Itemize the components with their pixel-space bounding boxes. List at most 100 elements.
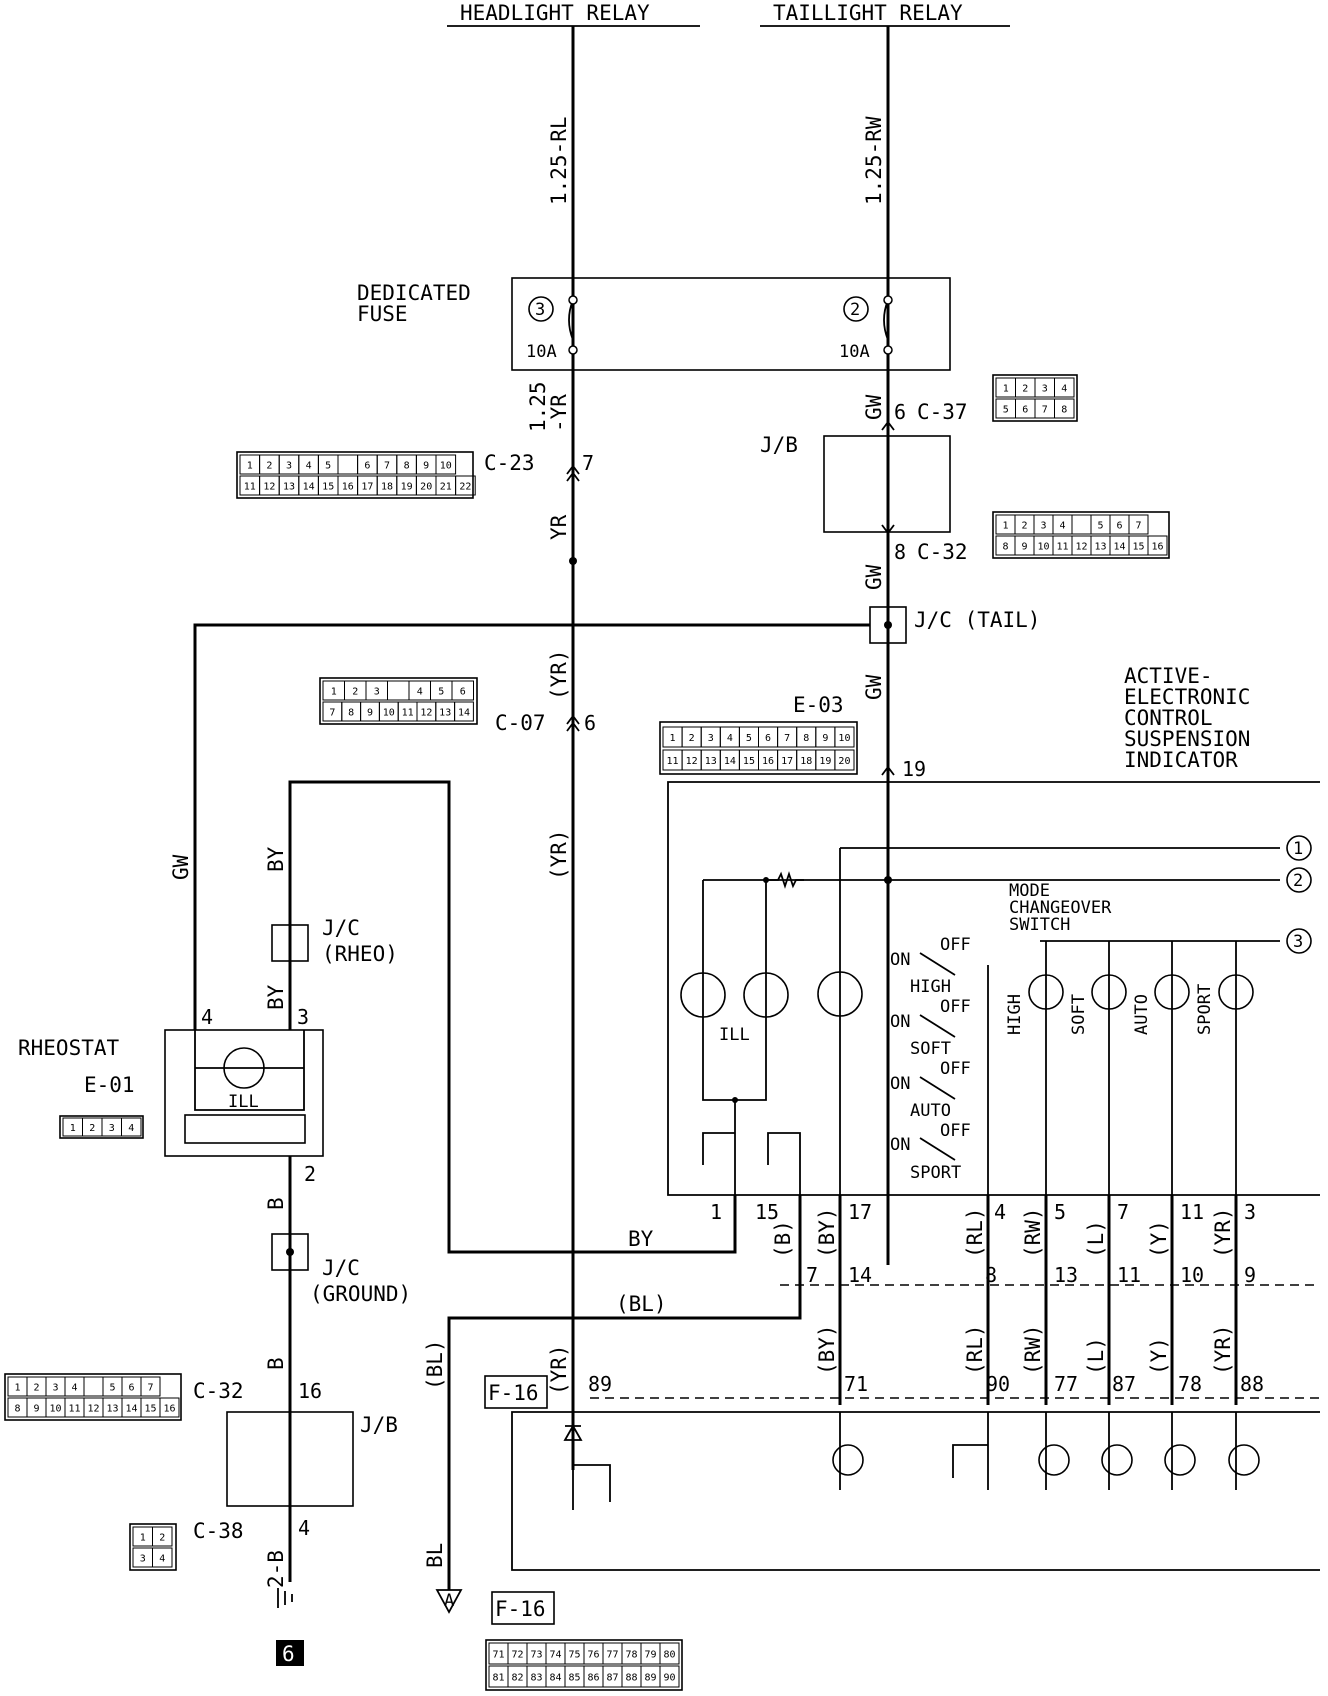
connector-pin-number: 3 — [140, 1554, 146, 1565]
pin-c07-6: 6 — [584, 711, 596, 735]
wire-label-rw: 1.25-RW — [862, 116, 886, 205]
connector-pin-number: 71 — [492, 1650, 504, 1661]
pin-e-5: 5 — [1054, 1200, 1066, 1224]
connector-pin-number: 73 — [530, 1650, 542, 1661]
connector-cavity — [140, 1376, 161, 1397]
ill-node — [763, 877, 769, 883]
pin-c32-8: 8 — [894, 540, 906, 564]
ref-1: 1 — [1293, 839, 1303, 859]
wire-label-by-2: BY — [264, 984, 288, 1010]
connector-pin-number: 11 — [402, 708, 414, 719]
wire-label-b-p: (B) — [771, 1220, 795, 1258]
connector-pin-number: 10 — [838, 733, 850, 744]
switch-on-3: ON — [890, 1074, 910, 1094]
connector-pin-number: 22 — [459, 482, 471, 493]
connector-pin-number: 13 — [1094, 542, 1106, 553]
connector-pin-number: 10 — [1037, 542, 1049, 553]
wire-label-rl-p1: (RL) — [963, 1207, 987, 1258]
pin-rheostat-2: 2 — [304, 1162, 316, 1186]
connector-c37-label: C-37 — [917, 400, 968, 424]
connector-pin-number: 12 — [87, 1404, 99, 1415]
jb-bottom-label: J/B — [360, 1413, 398, 1437]
connector-pin-number: 8 — [348, 708, 354, 719]
connector-pin-number: 3 — [374, 687, 380, 698]
connector-pin-number: 7 — [784, 733, 790, 744]
connector-pin-number: 12 — [263, 482, 275, 493]
wire-label-rl-p2: (RL) — [963, 1324, 987, 1375]
jc-rheo-label-1: J/C — [322, 916, 360, 940]
connector-cavity — [152, 1526, 173, 1547]
connector-pin-number: 17 — [361, 482, 373, 493]
connector-cavity — [834, 749, 855, 771]
connector-cavity — [1054, 377, 1075, 398]
connector-pin-number: 2 — [159, 1533, 165, 1544]
pin-e-7: 7 — [1117, 1200, 1129, 1224]
connector-pin-number: 9 — [423, 461, 429, 472]
connector-pin-number: 74 — [549, 1650, 561, 1661]
connector-pin-number: 4 — [128, 1123, 134, 1134]
rheostat-ill-label: ILL — [228, 1092, 259, 1112]
connector-pin-number: 3 — [52, 1383, 58, 1394]
connector-cavity — [1054, 398, 1075, 419]
wire-label-yr: YR — [547, 514, 571, 540]
ill-bulb-loop — [702, 880, 767, 1101]
connector-pin-number: 2 — [33, 1383, 39, 1394]
pin-c23-7: 7 — [582, 451, 594, 475]
pin-f-88: 88 — [1240, 1372, 1264, 1396]
connector-pin-number: 90 — [663, 1673, 675, 1684]
connector-pin-number: 87 — [606, 1673, 618, 1684]
ill-bulb-right — [743, 972, 789, 1018]
pin-rheostat-3: 3 — [297, 1005, 309, 1029]
jc-rheo-box — [271, 924, 309, 962]
ref-2-badge — [1286, 867, 1312, 893]
switch-off-4: OFF — [940, 1121, 971, 1141]
connector-cavity — [387, 680, 410, 701]
connector-cavity — [451, 680, 474, 701]
pin-e-1: 1 — [710, 1200, 722, 1224]
wire-label-125: 1.25 — [526, 381, 550, 432]
wire-label-yr-p4: (YR) — [1211, 1207, 1235, 1258]
connector-pin-number: 2 — [266, 461, 272, 472]
connector-pin-number: 4 — [1061, 384, 1067, 395]
pin-e-17: 17 — [848, 1200, 872, 1224]
pin-m-14: 14 — [848, 1263, 872, 1287]
c23-connector-mark — [566, 464, 580, 482]
connector-pin-number: 1 — [140, 1533, 146, 1544]
connector-pin-number: 9 — [33, 1404, 39, 1415]
led-label-sport: SPORT — [1195, 984, 1215, 1035]
led-soft — [1091, 974, 1127, 1010]
connector-pin-number: 15 — [1132, 542, 1144, 553]
connector-pin-number: 15 — [144, 1404, 156, 1415]
wire-label-125-yr: -YR — [547, 394, 571, 432]
connector-pin-number: 84 — [549, 1673, 561, 1684]
connector-pin-number: 6 — [128, 1383, 134, 1394]
rheostat-element — [184, 1114, 306, 1144]
fuse-2-badge — [843, 296, 869, 322]
switch-on-2: ON — [890, 1012, 910, 1032]
pin-f-90: 90 — [986, 1372, 1010, 1396]
wire-label-rw-p2: (RW) — [1021, 1324, 1045, 1375]
wire-label-y-p1: (Y) — [1147, 1220, 1171, 1258]
connector-pin-number: 18 — [381, 482, 393, 493]
wire-label-rl: 1.25-RL — [547, 116, 571, 205]
connector-pin-number: 10 — [49, 1404, 61, 1415]
connector-pin-number: 1 — [14, 1383, 20, 1394]
ref-2: 2 — [1293, 871, 1303, 891]
pin-e-3: 3 — [1244, 1200, 1256, 1224]
connector-pin-number: 5 — [325, 461, 331, 472]
fuse-2-rating: 10A — [839, 342, 870, 362]
aecs-title-1: ACTIVE- — [1124, 664, 1213, 688]
pin-f-89: 89 — [588, 1372, 612, 1396]
pin-f-77: 77 — [1054, 1372, 1078, 1396]
connector-pin-number: 15 — [322, 482, 334, 493]
connector-cavity — [659, 1642, 680, 1665]
connector-pin-number: 15 — [743, 756, 755, 767]
connector-c38-label: C-38 — [193, 1519, 244, 1543]
wire-label-by-3: BY — [628, 1227, 654, 1251]
connector-c32-top-label: C-32 — [917, 540, 968, 564]
splice-yr — [569, 557, 577, 565]
ref-3-badge — [1286, 928, 1312, 954]
wire-label-gw-3: GW — [862, 674, 886, 700]
switch-on-1: ON — [890, 950, 910, 970]
